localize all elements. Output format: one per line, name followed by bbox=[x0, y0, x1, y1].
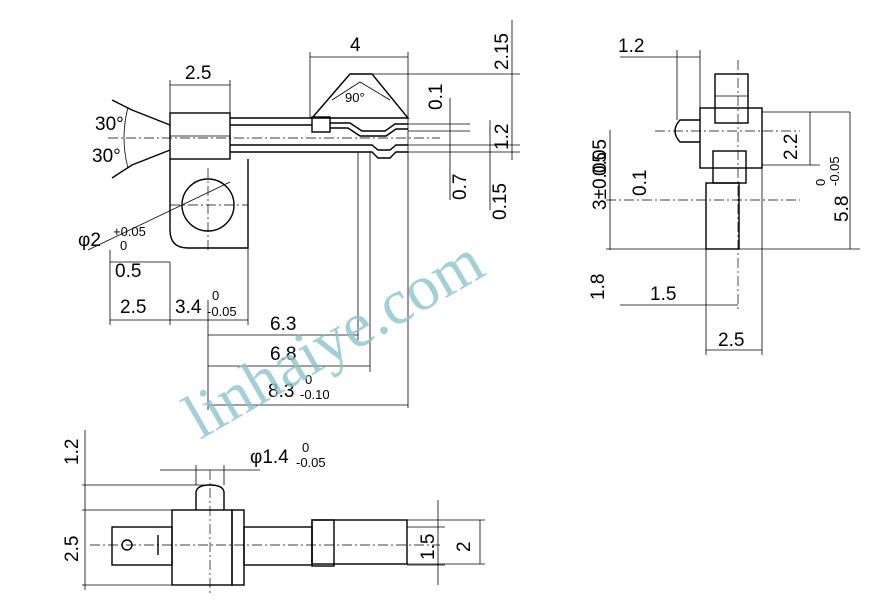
top-dim-pin-tol-lower: -0.05 bbox=[296, 455, 326, 470]
dim-tab-len: 3.4 bbox=[175, 297, 202, 318]
dim-total-tol-upper: 0 bbox=[305, 372, 312, 387]
angle-mark bbox=[331, 81, 391, 101]
dim-gap-top: 0.1 bbox=[426, 84, 447, 110]
end-dim-lead-w: 1.5 bbox=[650, 284, 676, 305]
end-view: 1.2 2.2 0.1 0.05 3±0.05 5.8 0 -0.05 1.8 … bbox=[588, 36, 860, 355]
end-dim-height-tol-upper: 0 bbox=[813, 179, 828, 186]
top-dim-pin-tol-upper: 0 bbox=[302, 440, 309, 455]
dim-head-depth: 2.5 bbox=[185, 63, 211, 84]
upper-contact-bend2 bbox=[330, 127, 408, 137]
mounting-tab bbox=[169, 159, 249, 249]
end-dim-pin-height: 2.2 bbox=[781, 134, 802, 160]
watermark: linhaiye.com bbox=[172, 224, 495, 452]
dim-hole-tol-lower: 0 bbox=[120, 238, 127, 253]
end-dim-height: 5.8 bbox=[832, 196, 853, 222]
flare-upper bbox=[111, 99, 171, 126]
top-dim-end-h: 2 bbox=[454, 541, 475, 552]
angle-arc bbox=[123, 106, 129, 169]
end-dim-tol: 0.05 bbox=[590, 139, 611, 176]
dim-height-total: 2.15 bbox=[492, 33, 513, 70]
end-top-block bbox=[714, 73, 749, 124]
dim-lead-gap: 1.2 bbox=[492, 124, 513, 150]
dim-len-total: 8.3 bbox=[268, 381, 294, 402]
top-lead-mid bbox=[243, 526, 313, 566]
top-dim-pin-h: 1.2 bbox=[62, 439, 83, 465]
end-dim-center: 3±0.05 bbox=[590, 152, 611, 210]
dim-tab-tol-upper: 0 bbox=[212, 288, 219, 303]
top-dim-pin-dia: φ1.4 bbox=[250, 447, 289, 468]
top-left-lead bbox=[111, 526, 173, 566]
end-dim-base: 1.8 bbox=[588, 274, 609, 300]
end-lead bbox=[705, 182, 740, 250]
side-view: 2.5 4 30° 30° 90° 2.15 0.1 1.2 0.7 0.15 … bbox=[78, 20, 520, 410]
dim-offset-b: 0.15 bbox=[490, 183, 511, 220]
dim-tip-angle: 90° bbox=[345, 90, 365, 105]
end-lower-block bbox=[712, 150, 747, 184]
dim-hole-tol-upper: +0.05 bbox=[113, 224, 146, 239]
dim-hole-dia: φ2 bbox=[78, 230, 101, 251]
lower-contact-bend2 bbox=[358, 151, 408, 159]
flare-lower bbox=[111, 149, 171, 179]
upper-contact-block bbox=[311, 116, 331, 133]
lower-contact-bend bbox=[358, 144, 408, 151]
top-right-lead bbox=[311, 519, 408, 565]
dim-len-a: 6.3 bbox=[270, 314, 296, 335]
dim-offset-a: 0.7 bbox=[450, 174, 471, 200]
top-flange bbox=[231, 509, 245, 586]
dim-tab-tol-lower: -0.05 bbox=[207, 304, 237, 319]
end-dim-width: 2.5 bbox=[718, 330, 744, 351]
top-right-bend bbox=[311, 519, 335, 567]
end-dim-pin-dia: 0.1 bbox=[630, 170, 651, 196]
dim-angle-upper: 30° bbox=[95, 114, 124, 135]
dim-total-tol-lower: -0.10 bbox=[300, 387, 330, 402]
top-body bbox=[171, 509, 233, 586]
dim-angle-lower: 30° bbox=[92, 146, 121, 167]
dim-edge: 0.5 bbox=[115, 261, 141, 282]
upper-contact-bend bbox=[330, 122, 408, 132]
top-dim-lead-h: 1.5 bbox=[418, 534, 439, 560]
top-view: 1.2 φ1.4 0 -0.05 2.5 1.5 2 bbox=[62, 430, 485, 595]
dim-width-top: 4 bbox=[350, 35, 361, 56]
dim-left-len: 2.5 bbox=[120, 297, 146, 318]
end-dim-pin-offset: 1.2 bbox=[618, 36, 644, 57]
top-dim-body-h: 2.5 bbox=[62, 536, 83, 562]
end-dim-height-tol-lower: -0.05 bbox=[827, 156, 842, 186]
dim-len-b: 6.8 bbox=[270, 344, 296, 365]
end-body bbox=[699, 107, 763, 169]
